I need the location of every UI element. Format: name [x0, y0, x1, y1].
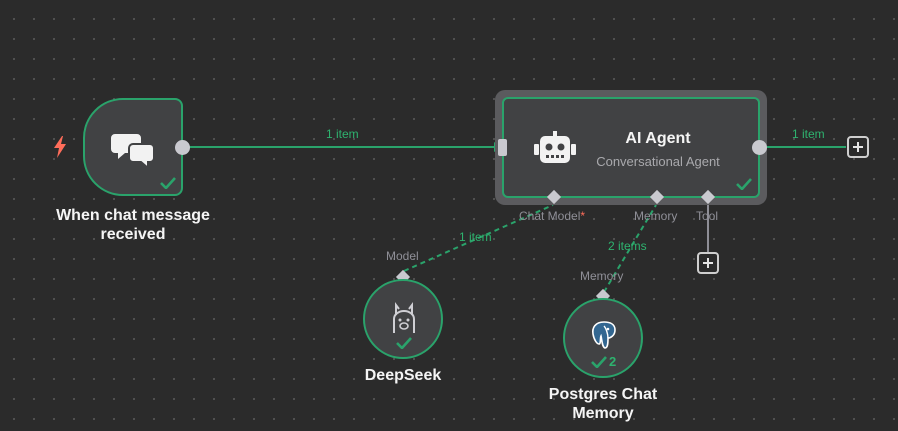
- success-check-icon: [396, 337, 412, 349]
- edge-model-link[interactable]: [403, 204, 554, 272]
- add-tool-button[interactable]: [697, 252, 719, 274]
- memory-input-label: Memory: [580, 269, 624, 283]
- tool-connector[interactable]: [700, 189, 716, 205]
- ai-agent-output-handle[interactable]: [751, 139, 768, 156]
- deepseek-node[interactable]: [363, 279, 443, 359]
- required-mark: *: [580, 209, 586, 223]
- success-check-icon: [591, 356, 607, 368]
- chat-model-text: Chat Model: [519, 209, 581, 223]
- postgres-label: Postgres Chat Memory: [548, 386, 658, 422]
- edge-label-agent-output: 1 item: [792, 127, 825, 141]
- chat-trigger-node[interactable]: [83, 98, 183, 196]
- success-check-icon: [160, 177, 176, 189]
- ai-agent-subtitle: Conversational Agent: [596, 154, 720, 169]
- memory-connector-label: Memory: [634, 209, 678, 223]
- edge-memory-link[interactable]: [603, 204, 657, 293]
- llama-icon: [393, 302, 415, 333]
- edge-label-model-link: 1 item: [459, 230, 492, 244]
- edge-label-memory-link: 2 items: [608, 239, 647, 253]
- ai-agent-title: AI Agent: [625, 130, 691, 147]
- lightning-icon: [54, 136, 66, 158]
- tool-connector-label: Tool: [696, 209, 719, 223]
- elephant-icon: [592, 321, 616, 349]
- plus-icon: [703, 258, 713, 268]
- success-check-icon: [736, 178, 752, 190]
- chat-trigger-label: When chat message received: [56, 207, 210, 243]
- robot-icon: [534, 131, 576, 163]
- ai-agent-input-handle[interactable]: [498, 139, 507, 156]
- chat-model-connector[interactable]: [546, 189, 562, 205]
- chat-model-connector-label: Chat Model*: [519, 209, 585, 223]
- ai-agent-node[interactable]: AI Agent Conversational Agent: [502, 97, 760, 198]
- trigger-output-handle[interactable]: [174, 139, 191, 156]
- model-input-label: Model: [386, 249, 419, 263]
- chat-bubbles-icon: [111, 134, 155, 168]
- run-count-badge: 2: [609, 354, 617, 369]
- edge-label-trigger-to-agent: 1 item: [326, 127, 359, 141]
- memory-connector[interactable]: [649, 189, 665, 205]
- postgres-node[interactable]: 2: [563, 298, 643, 378]
- add-output-node-button[interactable]: [847, 136, 869, 158]
- plus-icon: [853, 142, 863, 152]
- deepseek-label: DeepSeek: [364, 367, 442, 384]
